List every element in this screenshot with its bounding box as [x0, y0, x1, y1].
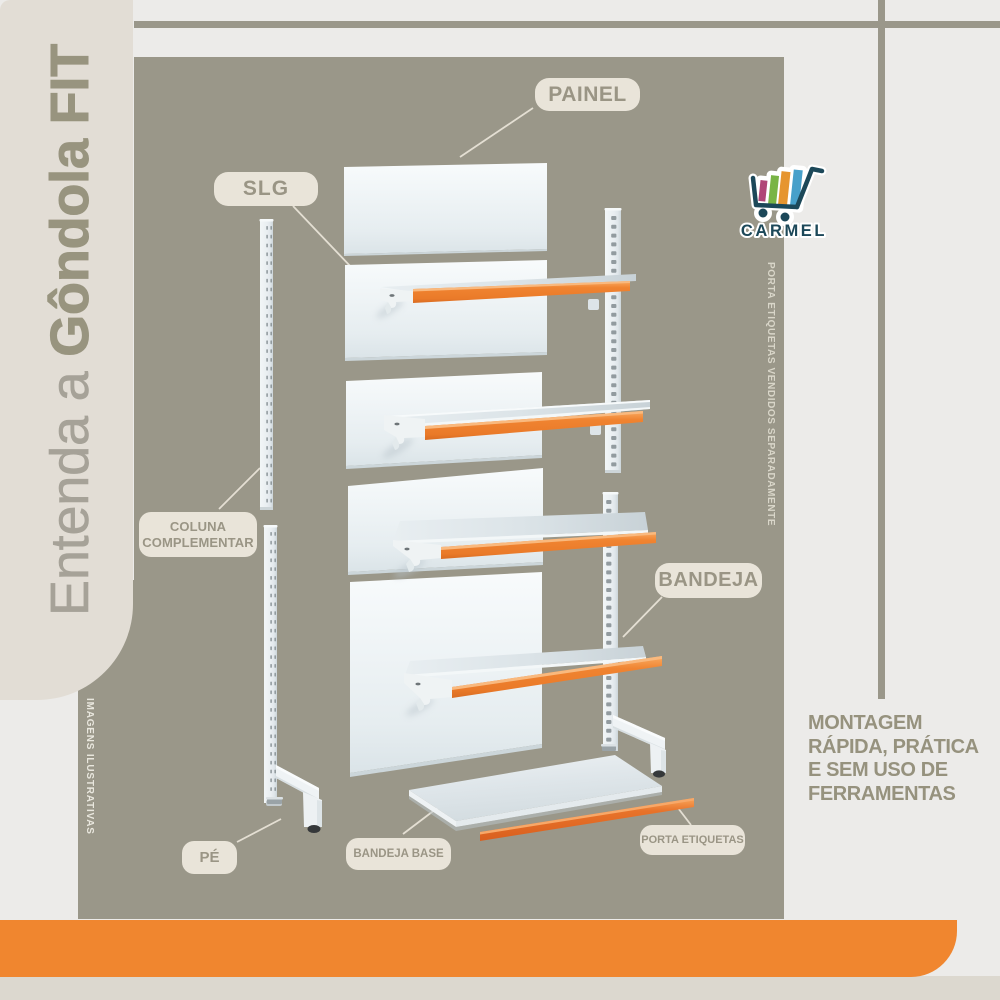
svg-text:CARMEL: CARMEL [741, 222, 827, 240]
